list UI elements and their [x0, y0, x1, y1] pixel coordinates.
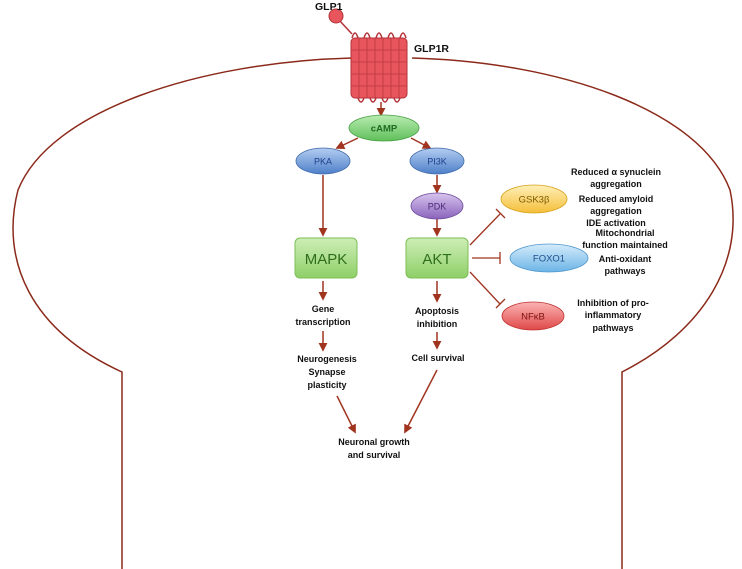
svg-text:Reduced amyloid: Reduced amyloid [579, 194, 654, 204]
arrow-camp-pka [335, 137, 359, 149]
cell-survival-text: Cell survival [411, 353, 464, 363]
apoptosis-text: Apoptosis inhibition [415, 306, 459, 329]
arrows [318, 102, 442, 434]
camp-node: cAMP [348, 114, 420, 142]
inhibit-akt-gsk3b [469, 213, 501, 246]
glp1-label: GLP1 [315, 1, 343, 13]
gene-transcription-text: Gene transcription [295, 304, 350, 327]
svg-text:Reduced α synuclein: Reduced α synuclein [571, 167, 661, 177]
nfkb-label: NFκB [521, 312, 545, 323]
mapk-node: MAPK [294, 237, 358, 279]
svg-text:Inhibition of pro-: Inhibition of pro- [577, 298, 648, 308]
nfkb-node: NFκB [501, 301, 565, 331]
svg-text:Neuronal growth: Neuronal growth [338, 437, 410, 447]
glp1r-label: GLP1R [414, 43, 449, 55]
pi3k-label: PI3K [427, 157, 447, 167]
inhibition-lines [469, 208, 506, 309]
svg-text:inhibition: inhibition [417, 319, 458, 329]
cell-membrane [12, 57, 734, 569]
arrow-survival-neuronal [404, 369, 438, 434]
camp-label: cAMP [371, 124, 398, 135]
svg-text:pathways: pathways [592, 323, 633, 333]
arrow-camp-pi3k [410, 137, 432, 149]
svg-text:Synapse: Synapse [308, 367, 345, 377]
glp1r-receptor [350, 32, 408, 103]
svg-text:plasticity: plasticity [307, 380, 346, 390]
glp1-ligand [328, 8, 353, 35]
svg-text:Neurogenesis: Neurogenesis [297, 354, 357, 364]
pi3k-node: PI3K [409, 147, 465, 175]
svg-text:function maintained: function maintained [582, 240, 668, 250]
pka-label: PKA [314, 157, 332, 167]
foxo1-node: FOXO1 [509, 243, 589, 273]
mapk-label: MAPK [305, 251, 348, 268]
svg-text:Cell survival: Cell survival [411, 353, 464, 363]
svg-text:Apoptosis: Apoptosis [415, 306, 459, 316]
inhibit-akt-nfkb [469, 271, 501, 305]
nfkb-effects-text: Inhibition of pro- inflammatory pathways [577, 298, 648, 333]
svg-text:Gene: Gene [312, 304, 335, 314]
svg-text:transcription: transcription [295, 317, 350, 327]
svg-text:aggregation: aggregation [590, 206, 642, 216]
svg-text:pathways: pathways [604, 266, 645, 276]
neurogenesis-text: Neurogenesis Synapse plasticity [297, 354, 357, 390]
gsk3b-node: GSK3β [500, 184, 568, 214]
foxo1-label: FOXO1 [533, 254, 565, 265]
akt-node: AKT [405, 237, 469, 279]
svg-text:IDE activation: IDE activation [586, 218, 646, 228]
arrow-neuro-neuronal [336, 395, 356, 434]
svg-text:Mitochondrial: Mitochondrial [596, 228, 655, 238]
svg-text:and survival: and survival [348, 450, 401, 460]
pka-node: PKA [295, 147, 351, 175]
akt-label: AKT [422, 251, 451, 268]
svg-text:aggregation: aggregation [590, 179, 642, 189]
neuronal-growth-text: Neuronal growth and survival [338, 437, 410, 460]
pdk-label: PDK [428, 202, 447, 212]
svg-text:Anti-oxidant: Anti-oxidant [599, 254, 652, 264]
svg-text:inflammatory: inflammatory [585, 310, 642, 320]
gsk3b-effects-text: Reduced α synuclein aggregation Reduced … [571, 167, 661, 228]
pdk-node: PDK [410, 192, 464, 220]
gsk3b-label: GSK3β [519, 195, 550, 206]
foxo1-effects-text: Mitochondrial function maintained Anti-o… [582, 228, 668, 276]
